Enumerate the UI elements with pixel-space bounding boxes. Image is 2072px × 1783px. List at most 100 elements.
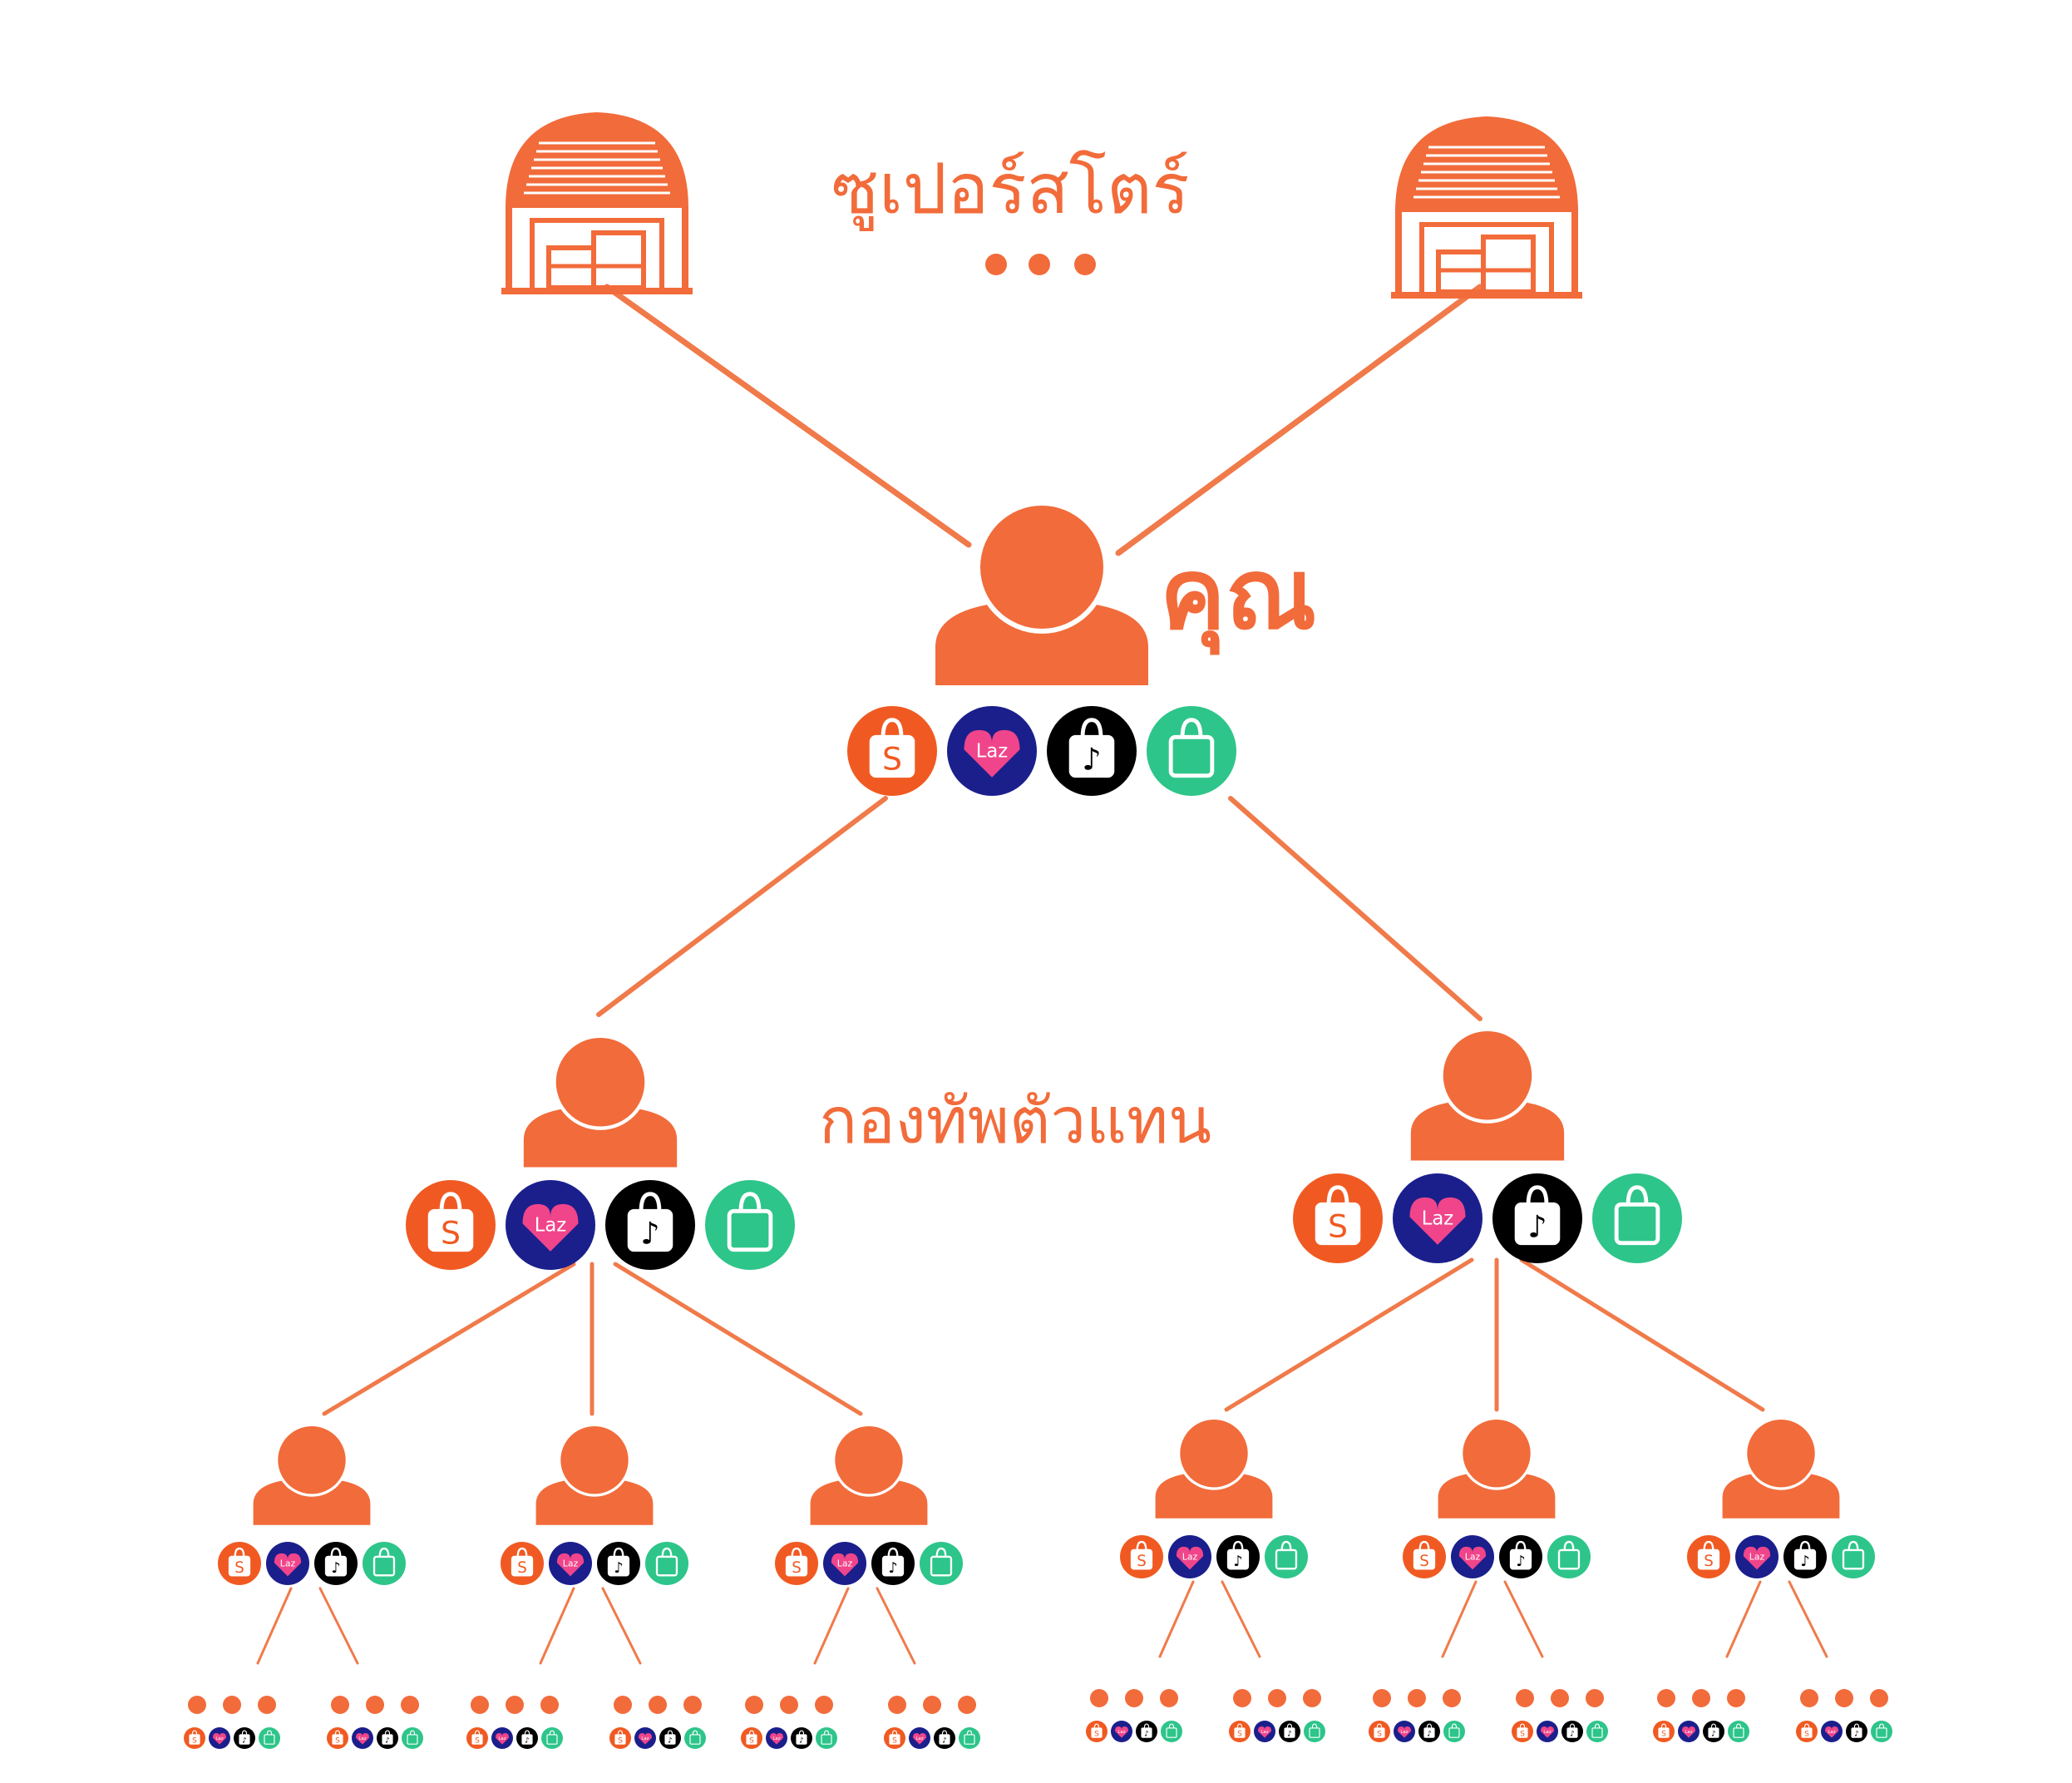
member-dot [1727, 1689, 1745, 1707]
lazada-text: Laz [1260, 1730, 1268, 1735]
tiktok-note: ♪ [668, 1736, 673, 1745]
lazada-text: Laz [535, 1215, 566, 1237]
shopee-letter: S [1704, 1553, 1714, 1570]
bag-body [1423, 1727, 1435, 1738]
lazada-icon: Laz [491, 1727, 513, 1749]
bag-body [228, 1555, 251, 1577]
tiktok-note: ♪ [331, 1560, 340, 1577]
tiktok-shop-icon: ♪ [1561, 1721, 1583, 1742]
bag-handle [241, 1730, 248, 1735]
connector-line [256, 1587, 293, 1665]
bag-body [964, 1734, 975, 1745]
member-dot [1443, 1689, 1461, 1707]
lazada-icon: Laz [909, 1727, 930, 1749]
member-dot [683, 1696, 702, 1714]
superstore-label: ซูเปอร์สโตร์ [831, 148, 1190, 230]
bag-body [521, 1734, 533, 1745]
warehouse-door [1419, 222, 1554, 295]
connector-line [322, 1262, 576, 1416]
person-icon [935, 501, 1148, 685]
bag-body [1141, 1727, 1152, 1738]
warehouse-icon [1391, 116, 1582, 299]
person-head [835, 1426, 903, 1494]
lazada-text: Laz [1422, 1208, 1453, 1230]
member-dot [1408, 1689, 1426, 1707]
lazada-text: Laz [358, 1736, 366, 1741]
lazada-text: Laz [563, 1558, 579, 1569]
bag-handle [1093, 1723, 1100, 1728]
bag-body [1517, 1727, 1528, 1738]
person-body [1155, 1471, 1273, 1519]
tiktok-shop-icon: ♪ [1703, 1721, 1724, 1742]
connector-line [604, 284, 972, 548]
bag-handle [1326, 1185, 1349, 1205]
person-icon [1438, 1416, 1556, 1519]
shopee-letter: S [749, 1736, 754, 1745]
lazada-text: Laz [1543, 1730, 1551, 1735]
line-shopping-icon [1871, 1721, 1892, 1742]
lazada-icon: Laz [947, 706, 1037, 796]
line-shopping-icon-bg [645, 1542, 688, 1585]
bag-handle [549, 1730, 555, 1735]
bag-body [511, 1555, 534, 1577]
tiktok-shop-icon: ♪ [791, 1727, 812, 1749]
lazada-heart [638, 1732, 653, 1745]
shopee-letter: S [475, 1736, 480, 1745]
member-dot [1160, 1689, 1178, 1707]
bag-handle [191, 1730, 198, 1735]
tiktok-note: ♪ [888, 1560, 897, 1577]
person-body [253, 1478, 371, 1525]
lazada-text: Laz [772, 1736, 780, 1741]
bag-handle [330, 1547, 342, 1557]
tiktok-note: ♪ [1711, 1730, 1716, 1738]
line-shopping-icon-bg [1161, 1721, 1182, 1742]
connector-line [601, 1587, 642, 1665]
member-dot [1373, 1689, 1391, 1707]
tiktok-note: ♪ [1854, 1730, 1859, 1738]
ellipsis-dot [1029, 254, 1050, 275]
shopee-letter: S [441, 1215, 461, 1252]
shopee-letter: S [192, 1736, 197, 1745]
bag-body [1708, 1727, 1719, 1738]
lazada-text: Laz [1828, 1730, 1835, 1735]
bag-body [1614, 1202, 1660, 1246]
bag-body [546, 1734, 558, 1745]
lazada-text: Laz [280, 1558, 296, 1569]
lazada-heart [769, 1732, 784, 1745]
lazada-heart [1409, 1197, 1466, 1245]
bag-body [407, 1734, 418, 1745]
lazada-heart [212, 1732, 227, 1745]
line-shopping-icon-bg [959, 1727, 980, 1749]
bag-handle [738, 1192, 762, 1212]
shopee-icon: S [775, 1542, 818, 1585]
bag-body [1168, 734, 1215, 778]
tiktok-note: ♪ [799, 1736, 804, 1745]
member-dot [331, 1696, 349, 1714]
shopee-icon: S [184, 1727, 205, 1749]
tiktok-note: ♪ [1427, 1730, 1432, 1738]
bag-body [1697, 1548, 1720, 1570]
line-shopping-icon [705, 1180, 795, 1270]
bag-handle [524, 1730, 530, 1735]
bag-body [821, 1734, 832, 1745]
lazada-heart [1458, 1546, 1487, 1570]
person-icon [1155, 1416, 1273, 1519]
member-dot [1268, 1689, 1286, 1707]
tiktok-note: ♪ [1144, 1730, 1149, 1738]
member-dot [1800, 1689, 1818, 1707]
bag-handle [1799, 1540, 1811, 1550]
lazada-heart [831, 1553, 859, 1577]
lazada-icon: Laz [766, 1727, 787, 1749]
line-shopping-icon-bg [402, 1727, 423, 1749]
person-head [980, 506, 1103, 629]
lazada-text: Laz [976, 741, 1008, 763]
lazada-icon: Laz [823, 1542, 866, 1585]
bag-handle [1280, 1540, 1292, 1550]
tiktok-note: ♪ [1082, 742, 1101, 778]
tiktok-shop-icon: ♪ [1499, 1535, 1542, 1578]
tiktok-note: ♪ [242, 1736, 247, 1745]
bag-handle [1803, 1723, 1810, 1728]
bag-handle [334, 1730, 341, 1735]
bag-body [746, 1734, 757, 1745]
connector-line [1221, 1580, 1261, 1658]
